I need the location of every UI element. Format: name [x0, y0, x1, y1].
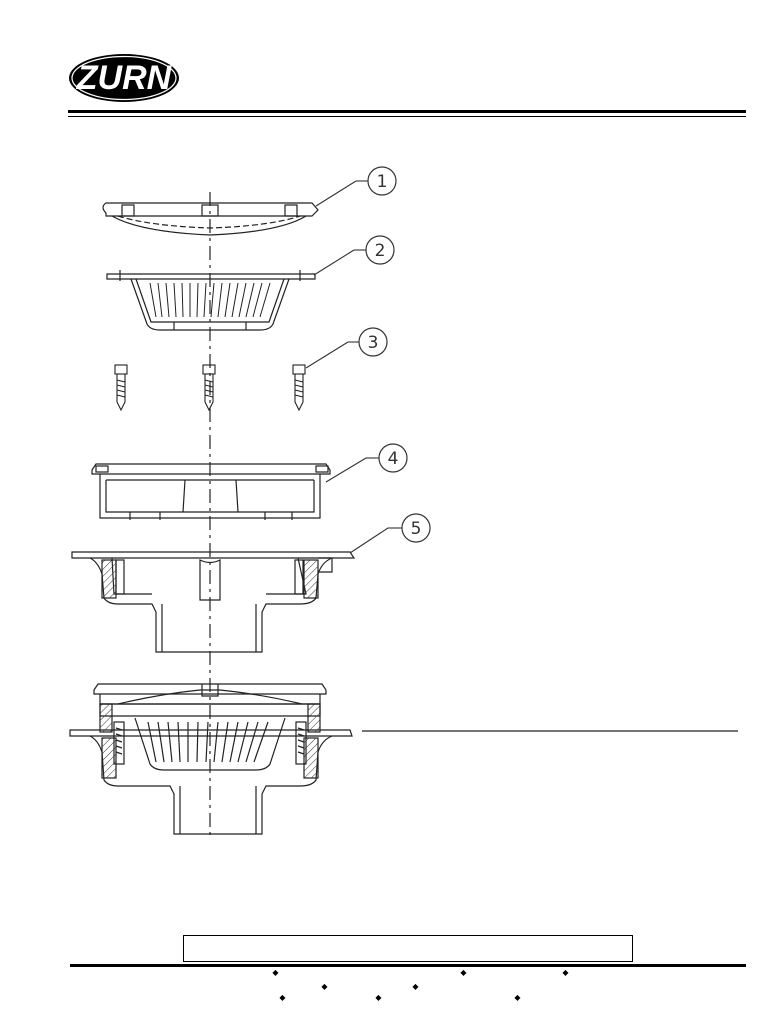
footer-diamond: ◆ — [562, 968, 569, 977]
callout-4: 4 — [325, 443, 408, 483]
footer-rule-thick — [70, 964, 746, 967]
callout-3-label: 3 — [368, 333, 379, 353]
footer-diamond: ◆ — [514, 993, 521, 1002]
header-rule-thick — [68, 110, 746, 113]
callout-5-label: 5 — [411, 519, 422, 539]
footer-diamond: ◆ — [321, 982, 328, 991]
logo-ellipse — [69, 54, 179, 102]
assembled-drain-view — [69, 683, 353, 835]
bolt-center — [202, 364, 216, 412]
part-3-bolts — [114, 364, 306, 412]
callout-4-label: 4 — [388, 449, 399, 469]
part-4-collar — [91, 463, 331, 520]
part-1-dome — [102, 202, 319, 236]
footer-diamond: ◆ — [460, 968, 467, 977]
footer-diamond: ◆ — [279, 993, 286, 1002]
header-rule-thin — [68, 116, 746, 117]
callout-1-label: 1 — [377, 172, 388, 192]
callout-2-label: 2 — [375, 241, 386, 261]
logo-wordmark: ZURN — [76, 59, 172, 97]
footer-diamond: ◆ — [412, 982, 419, 991]
part-5-drain-body — [71, 551, 356, 653]
callout-5: 5 — [349, 513, 431, 554]
callout-3: 3 — [305, 327, 388, 369]
bolt-right — [292, 364, 306, 412]
caption-box — [183, 935, 633, 962]
bolt-left — [114, 364, 128, 412]
part-2-strainer-basket — [106, 270, 316, 331]
callout-2: 2 — [313, 235, 395, 276]
footer-diamond: ◆ — [375, 993, 382, 1002]
footer-diamond: ◆ — [272, 968, 279, 977]
callout-1: 1 — [315, 166, 397, 207]
zurn-logo: ZURN — [68, 53, 180, 103]
